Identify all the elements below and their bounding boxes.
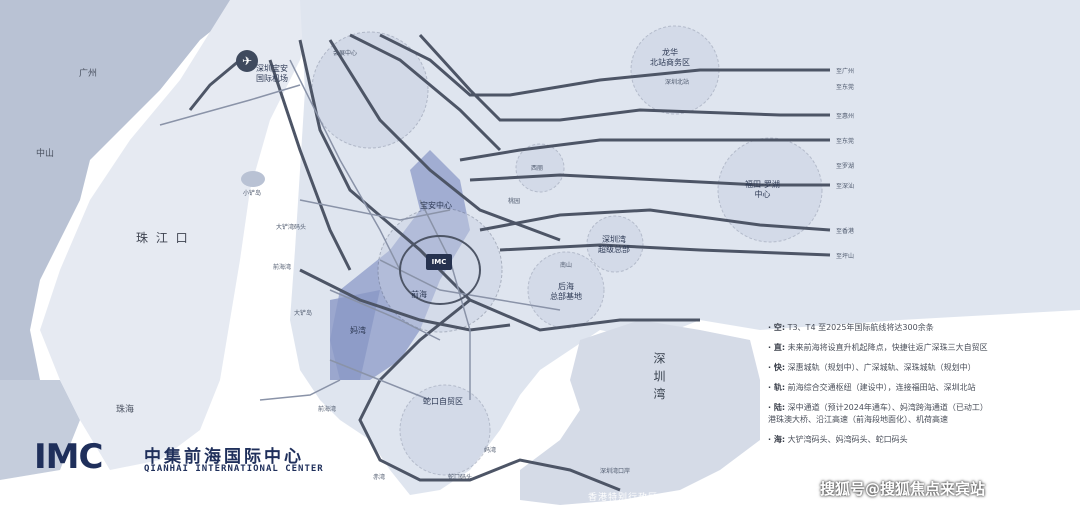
label-mawan-port: 妈湾 xyxy=(484,447,497,454)
road-5 xyxy=(418,33,830,122)
shenzhen-land xyxy=(290,0,1080,495)
major-roads xyxy=(188,33,831,492)
circle-houhai xyxy=(527,251,605,329)
minor-roads xyxy=(159,59,561,401)
brand-mark: IMC xyxy=(34,437,103,477)
road-21 xyxy=(259,379,341,401)
label-conference: 会展中心 xyxy=(333,50,358,57)
legend-row-land: · 陆: 深中通道（预计2024年通车）、妈湾跨海通道（已动工） 港珠澳大桥、沿… xyxy=(768,403,988,424)
road-17 xyxy=(379,259,561,311)
label-xili: 西丽 xyxy=(531,165,544,172)
road-6 xyxy=(459,138,830,162)
road-16 xyxy=(299,199,451,221)
road-1 xyxy=(298,39,700,332)
qianhai-zone-west xyxy=(330,290,380,380)
road-9 xyxy=(499,243,831,257)
label-mawan: 妈湾 xyxy=(350,326,366,335)
road-8 xyxy=(479,208,831,232)
road-end-6: 至坪山 xyxy=(836,253,855,260)
road-end-8: 至罗湖 xyxy=(836,163,855,170)
road-end-1: 至广州 xyxy=(836,68,855,75)
legend-row-air: · 空: T3、T4 至2025年国际航线将达300余条 xyxy=(768,323,934,332)
circle-techpark xyxy=(586,215,644,273)
label-dachan-wharf: 大铲湾码头 xyxy=(276,224,307,231)
road-7 xyxy=(469,173,830,187)
road-end-4: 至深汕 xyxy=(836,183,855,190)
west-land xyxy=(0,0,250,430)
circle-futian xyxy=(717,137,823,243)
road-20 xyxy=(329,359,431,401)
legend-row-sea: · 海: 大铲湾码头、妈湾码头、蛇口码头 xyxy=(768,435,908,444)
road-end-2: 至惠州 xyxy=(836,113,855,120)
xiaohu-island xyxy=(241,171,265,187)
road-3 xyxy=(349,33,502,152)
label-longhua: 龙华 北站商务区 xyxy=(650,48,690,67)
watermark: 搜狐号@搜狐焦点来宾站 xyxy=(820,480,986,498)
label-shenzhen-north: 深圳北站 xyxy=(665,79,690,86)
label-taoyuan: 桃园 xyxy=(508,198,521,205)
label-airport: 深圳宝安 国际机场 xyxy=(256,64,288,83)
brand-cn-name: 中集前海国际中心 xyxy=(144,447,304,467)
label-sz-bay-port: 深圳湾口岸 xyxy=(600,468,631,475)
road-19 xyxy=(329,289,441,341)
road-4 xyxy=(379,33,830,97)
label-estuary: 珠 江 口 xyxy=(136,231,190,245)
road-end-7: 至东莞 xyxy=(836,84,855,91)
ring-road xyxy=(399,235,481,305)
estuary xyxy=(40,0,320,470)
label-chiwan: 赤湾 xyxy=(373,474,386,481)
airport-icon: ✈ xyxy=(236,50,258,72)
legend-row-rail: · 快: 深惠城轨（规划中）、广深城轨、深珠城轨（规划中） xyxy=(768,363,976,372)
label-houhai: 后海 总部基地 xyxy=(550,282,582,301)
label-shekou-wharf: 蛇口码头 xyxy=(448,474,473,481)
road-18 xyxy=(419,199,471,400)
label-qianhai-bay: 前海湾 xyxy=(273,264,292,271)
road-15 xyxy=(159,84,301,126)
road-13 xyxy=(188,58,241,111)
label-shenzhen-bay: 深 圳 湾 xyxy=(652,352,666,401)
label-guangzhou: 广州 xyxy=(79,69,98,79)
label-shekou: 蛇口自贸区 xyxy=(423,397,463,406)
label-nanshan: 南山 xyxy=(560,262,573,269)
label-zhuhai: 珠海 xyxy=(116,405,135,415)
label-techpark: 深圳湾 超级总部 xyxy=(598,235,630,254)
label-futian: 福田-罗湖 中心 xyxy=(745,180,780,199)
label-zhongshan: 中山 xyxy=(36,149,55,159)
label-hk: 香港特别行政区 xyxy=(588,493,659,503)
hongkong-land xyxy=(520,320,760,505)
imc-location-marker: IMC xyxy=(426,254,452,270)
road-end-5: 至香港 xyxy=(836,228,855,235)
legend-row-metro: · 轨: 前海综合交通枢纽（建设中），连接福田站、深圳北站 xyxy=(768,383,976,392)
road-2 xyxy=(328,39,561,242)
circle-xili xyxy=(515,143,565,193)
road-14 xyxy=(289,59,401,271)
label-baoan: 宝安中心 xyxy=(420,201,452,210)
road-12 xyxy=(268,59,352,271)
brand-en-name: QIANHAI INTERNATIONAL CENTER xyxy=(144,464,324,474)
road-11 xyxy=(299,268,511,332)
label-qianhai: 前海 xyxy=(411,290,427,299)
transport-legend: · 空: T3、T4 至2025年国际航线将达300余条 · 直: 未来前海将设… xyxy=(768,322,1068,454)
west-land-lower xyxy=(0,380,80,480)
circle-shekou xyxy=(399,384,491,476)
road-10 xyxy=(358,298,621,492)
road-end-3: 至东莞 xyxy=(836,138,855,145)
label-dachan: 大铲岛 xyxy=(294,310,313,317)
label-xiaohu: 小铲岛 xyxy=(243,190,262,197)
legend-row-heli: · 直: 未来前海将设直升机起降点，快捷往返广深珠三大自贸区 xyxy=(768,343,988,352)
label-qianhai-port: 前海湾 xyxy=(318,406,337,413)
